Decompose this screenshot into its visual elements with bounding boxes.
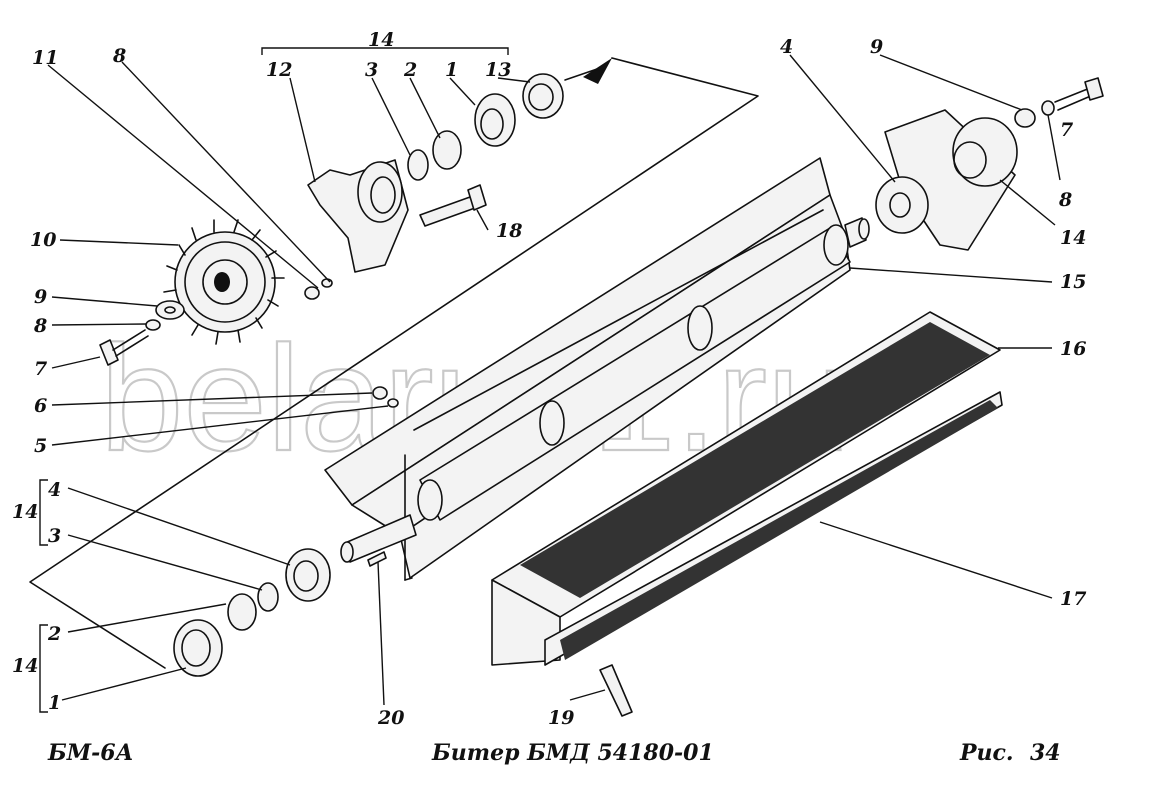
callout-7: 7 [34, 358, 47, 380]
model-caption: БМ-6А [48, 740, 134, 766]
leader-lines [39, 47, 1061, 713]
callout-14: 14 [12, 655, 38, 677]
callout-1: 1 [48, 692, 61, 714]
callout-9: 9 [870, 36, 883, 58]
callout-2: 2 [403, 59, 417, 81]
callout-9: 9 [34, 286, 47, 308]
callout-1: 1 [445, 59, 458, 81]
lower-bearing-group [173, 548, 633, 717]
figure-label: Рис. [960, 740, 1014, 766]
callout-20: 20 [377, 707, 404, 729]
callout-16: 16 [1060, 338, 1086, 360]
callout-6: 6 [34, 395, 47, 417]
sprocket [163, 219, 285, 345]
callout-18: 18 [496, 220, 522, 242]
callout-11: 11 [32, 47, 58, 69]
callout-8: 8 [112, 45, 126, 67]
callout-5: 5 [34, 435, 47, 457]
callout-8: 8 [1058, 189, 1072, 211]
callout-14: 14 [12, 501, 38, 523]
callout-4: 4 [48, 479, 61, 501]
callout-numbers: 11 8 14 12 3 2 1 13 4 9 7 8 14 15 10 9 8… [12, 29, 1086, 729]
callout-14: 14 [1060, 227, 1086, 249]
callout-3: 3 [48, 525, 61, 547]
callout-7: 7 [1060, 119, 1073, 141]
callout-10: 10 [30, 229, 56, 251]
callout-13: 13 [485, 59, 511, 81]
beater-body [324, 157, 870, 581]
left-fasteners [99, 278, 399, 408]
figure-number: 34 [1030, 740, 1061, 766]
callout-3: 3 [365, 59, 378, 81]
callout-17: 17 [1060, 588, 1086, 610]
callout-8: 8 [33, 315, 47, 337]
callout-19: 19 [548, 707, 574, 729]
right-bearing-group [875, 77, 1104, 251]
guide-channel [491, 311, 1003, 666]
callout-4: 4 [780, 36, 793, 58]
upper-bearing-group [307, 73, 564, 273]
callout-14: 14 [368, 29, 394, 51]
callout-2: 2 [47, 623, 61, 645]
callout-15: 15 [1060, 271, 1086, 293]
assembly-guide-path [29, 57, 759, 669]
title-caption: Битер БМД 54180-01 [432, 740, 714, 766]
callout-12: 12 [266, 59, 292, 81]
